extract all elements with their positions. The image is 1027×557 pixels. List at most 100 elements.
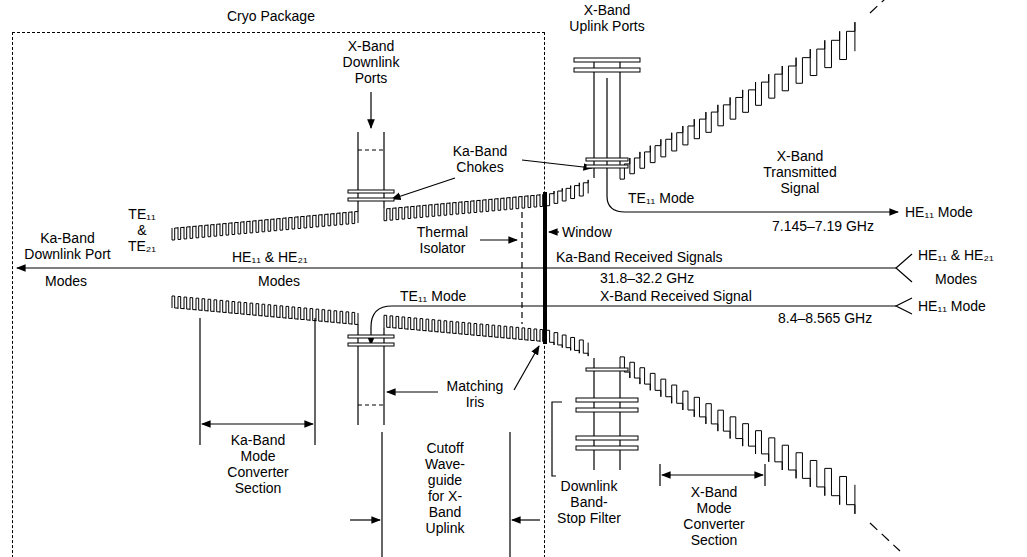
choke-bar [348,190,394,193]
choke-bar [586,165,628,168]
thermal-isolator-line [521,212,522,324]
leader-arrow [549,231,559,232]
package-heading: Cryo Package [227,8,315,24]
label-holder: HE₁₁ Mode [905,204,973,220]
window [543,192,547,344]
choke-bar [574,58,640,62]
choke-bar [586,368,628,371]
label-holder: X-Band Received Signal [600,288,752,304]
part-label: X-Band Transmitted Signal [745,148,855,196]
dimension-tick [764,464,765,486]
part-label: Matching Iris [440,378,510,410]
label-holder: Ka-Band Received Signals [556,249,723,265]
label-holder: 8.4–8.565 GHz [778,310,872,326]
label-holder: 31.8–32.2 GHz [600,270,694,286]
dimension-arrow [662,474,763,475]
label-holder: HE₁₁ & HE₂₁ [918,247,994,263]
part-label: X-Band Downlink Ports [331,38,411,86]
part-label: X-Band Mode Converter Section [676,484,752,548]
label-holder: TE₁₁ Mode [628,190,694,206]
ka-signal-arrow [17,267,896,268]
label-holder: X-Band Transmitted Signal [745,148,855,196]
leader-arrow [370,92,371,128]
part-label: TE₁₁ & TE₂₁ [124,206,160,254]
port-wall [383,327,384,425]
label-holder: TE₁₁ & TE₂₁ [124,206,160,254]
part-label: Cutoff Wave-guide for X-Band Uplink [418,440,472,537]
part-label: Modes [935,271,977,287]
corrugated-wall [384,315,588,356]
label-holder: HE₁₁ Mode [918,298,986,314]
part-label: X-Band Received Signal [600,288,752,304]
label-holder: 7.145–7.19 GHz [772,218,874,234]
dimension-arrow [202,423,313,424]
corrugated-wall [384,180,588,221]
mode-brace [896,254,912,282]
label-holder: Ka-Band Chokes [440,143,520,175]
choke-bar [576,436,638,440]
port-wall [619,62,620,164]
part-label: HE₁₁ Mode [918,298,986,314]
part-label: Ka-Band Received Signals [556,249,723,265]
corrugated-wall [172,296,358,325]
part-label: 31.8–32.2 GHz [600,270,694,286]
label-holder: X-Band Downlink Ports [331,38,411,86]
part-label: HE₁₁ & HE₂₁ [918,247,994,263]
part-label: Modes [45,273,87,289]
choke-bar [574,68,640,72]
part-label: Thermal Isolator [405,224,480,256]
corrugated-wall [620,357,855,514]
leader-arrow [387,391,438,392]
leader-arrow [514,346,539,390]
choke-bar [348,343,394,346]
part-label: HE₁₁ Mode [905,204,973,220]
part-label: TE₁₁ Mode [628,190,694,206]
label-holder: Ka-Band Downlink Port [20,230,115,262]
part-label: Ka-Band Chokes [440,143,520,175]
label-holder: Thermal Isolator [405,224,480,256]
part-label: Ka-Band Downlink Port [20,230,115,262]
part-label: Downlink Band-Stop Filter [556,478,622,526]
label-holder: TE₁₁ Mode [400,288,466,304]
part-label: Modes [258,273,300,289]
label-holder: Modes [935,271,977,287]
corrugated-wall [172,211,358,240]
leader-arrow [392,178,455,199]
label-holder: Window [562,224,612,240]
label-holder: X-Band Mode Converter Section [676,484,752,548]
port-plane [358,405,384,406]
part-label: 8.4–8.565 GHz [778,310,872,326]
label-holder: Matching Iris [440,378,510,410]
part-label: TE₁₁ Mode [400,288,466,304]
port-wall [357,325,358,425]
port-wall [593,358,594,470]
horn-continuation [870,0,900,13]
choke-bar [348,198,394,201]
label-holder: Cutoff Wave-guide for X-Band Uplink [418,440,472,537]
part-label: 7.145–7.19 GHz [772,218,874,234]
dimension-tick [314,318,315,445]
choke-bar [576,446,638,450]
label-holder: Modes [258,273,300,289]
dimension-tick [199,318,200,445]
port-plane [358,150,384,151]
label-holder: X-Band Uplink Ports [567,2,647,34]
dimension-arrow [350,519,380,520]
part-label: Ka-Band Mode Converter Section [220,432,296,496]
x-transmit-arrow [607,78,898,212]
choke-bar [586,158,628,161]
leader-arrow [480,239,517,240]
port-wall [619,372,620,470]
label-holder: Modes [45,273,87,289]
filter-bracket [552,402,562,476]
port-wall [383,132,384,209]
label-holder: Ka-Band Mode Converter Section [220,432,296,496]
horn-continuation [870,523,900,551]
choke-bar [576,398,638,402]
part-label: X-Band Uplink Ports [567,2,647,34]
leader-arrow [522,160,592,168]
dimension-tick [509,432,510,557]
choke-bar [348,335,394,338]
